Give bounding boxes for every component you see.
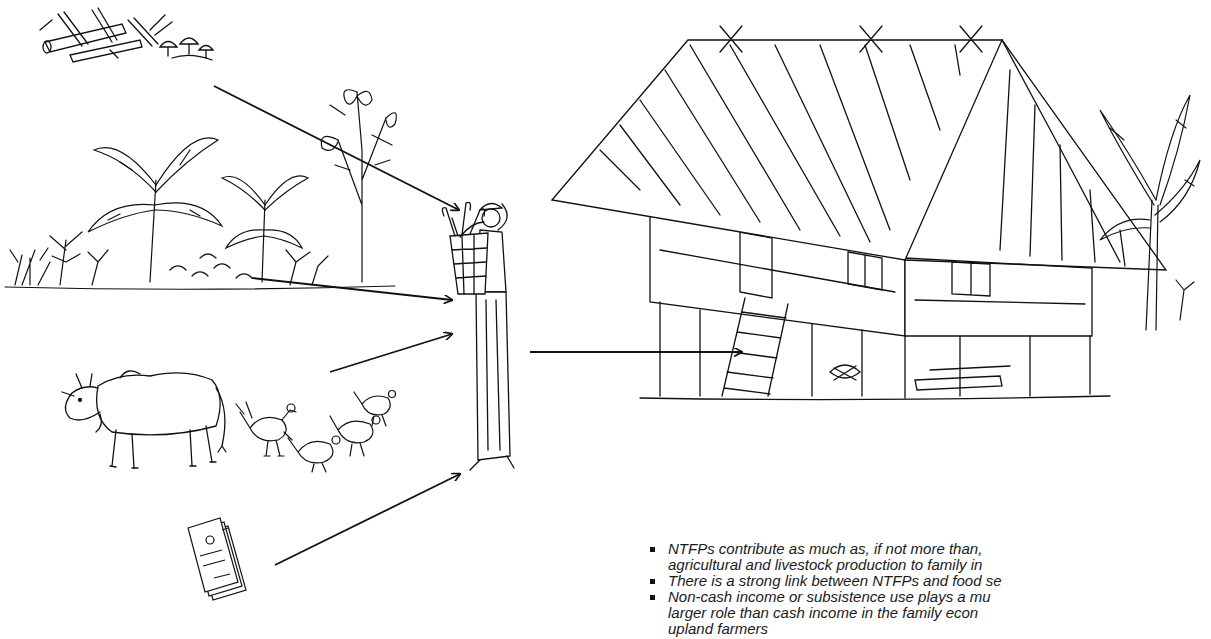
- garden-plants: [150, 180, 156, 282]
- forest-debris: [40, 8, 213, 62]
- garden-plants: [344, 90, 372, 105]
- garden-plants: [265, 176, 308, 210]
- chickens: [389, 391, 396, 398]
- woman-collector: [450, 233, 488, 294]
- forest-debris: [172, 55, 212, 60]
- flow-arrow: [214, 86, 459, 210]
- chickens: [330, 416, 373, 443]
- stilt-house: [552, 26, 1166, 400]
- stilt-house: [905, 40, 1166, 270]
- flow-arrow: [275, 474, 460, 565]
- stilt-house: [915, 366, 1010, 390]
- garden-plants: [50, 232, 82, 285]
- chickens: [287, 404, 295, 412]
- money-notes: [200, 528, 230, 578]
- forest-debris: [160, 42, 177, 57]
- flow-arrow: [252, 278, 452, 300]
- money-notes: [206, 536, 214, 544]
- cow: [65, 387, 100, 420]
- chickens: [312, 463, 326, 472]
- woman-collector: [442, 202, 514, 470]
- forest-debris: [40, 15, 172, 58]
- stilt-house: [905, 258, 1092, 336]
- chickens: [372, 415, 386, 426]
- cow: [97, 373, 221, 435]
- chickens: [332, 436, 340, 444]
- flow-arrow: [530, 351, 742, 353]
- woman-collector: [476, 292, 510, 460]
- bullet-text: There is a strong link between NTFPs and…: [668, 573, 1002, 589]
- stilt-house: [552, 40, 1002, 260]
- banana-tree: [1176, 280, 1194, 320]
- forest-debris: [58, 12, 88, 46]
- bullet-square: [650, 595, 655, 600]
- woman-collector: [498, 204, 507, 230]
- bullet-square: [650, 547, 655, 552]
- cow: [112, 426, 212, 468]
- stilt-house: [600, 45, 960, 242]
- chickens: [284, 432, 333, 463]
- garden-plants: [10, 248, 50, 285]
- chickens: [236, 402, 286, 441]
- woman-collector: [442, 202, 484, 236]
- garden-plants: [5, 90, 396, 290]
- cow: [216, 388, 226, 452]
- money-notes: [188, 518, 246, 600]
- woman-collector: [452, 235, 487, 294]
- bullet-text: Non-cash income or subsistence use plays…: [668, 589, 991, 637]
- stilt-house: [660, 250, 1085, 304]
- stilt-house: [830, 365, 860, 380]
- banana-tree: [1155, 160, 1200, 222]
- banana-tree: [1100, 219, 1150, 240]
- stilt-house: [720, 26, 982, 52]
- forest-debris: [180, 38, 198, 54]
- woman-collector: [486, 300, 500, 450]
- forest-debris: [199, 46, 213, 59]
- garden-plants: [88, 204, 155, 232]
- stilt-house: [952, 262, 990, 296]
- forest-debris: [92, 8, 117, 42]
- garden-plants: [338, 92, 386, 282]
- chickens: [350, 443, 364, 456]
- banana-tree: [1100, 95, 1200, 330]
- chickens: [354, 392, 390, 415]
- garden-plants: [155, 203, 222, 226]
- garden-plants: [264, 230, 302, 248]
- bullet-square: [650, 579, 655, 584]
- garden-plants: [321, 113, 396, 151]
- bullet-text: NTFPs contribute as much as, if not more…: [668, 541, 982, 573]
- forest-debris: [70, 40, 142, 62]
- cow: [120, 371, 140, 378]
- cow: [62, 371, 226, 468]
- stilt-house: [640, 396, 1110, 400]
- cow: [110, 462, 216, 468]
- banana-tree: [1156, 95, 1190, 205]
- garden-plants: [222, 177, 265, 210]
- woman-collector: [460, 222, 484, 237]
- garden-plants: [170, 254, 252, 278]
- flow-arrow: [330, 334, 452, 372]
- cow: [96, 414, 101, 432]
- flow-arrow: [214, 86, 742, 565]
- cow: [79, 399, 82, 402]
- garden-plants: [262, 200, 265, 282]
- forest-debris: [43, 41, 51, 53]
- garden-plants: [108, 150, 200, 220]
- stilt-house: [722, 298, 788, 396]
- banana-tree: [1100, 110, 1156, 205]
- garden-plants: [94, 148, 156, 192]
- garden-plants: [286, 250, 328, 285]
- money-notes: [188, 518, 238, 592]
- forest-debris: [45, 24, 126, 52]
- chickens: [264, 410, 296, 456]
- cow: [62, 374, 92, 396]
- garden-plants: [88, 250, 108, 285]
- garden-plants: [156, 138, 218, 192]
- bullet-square: [650, 547, 655, 600]
- banana-tree: [1110, 120, 1194, 186]
- woman-collector: [470, 456, 514, 470]
- garden-plants: [226, 230, 264, 248]
- chickens: [236, 391, 396, 473]
